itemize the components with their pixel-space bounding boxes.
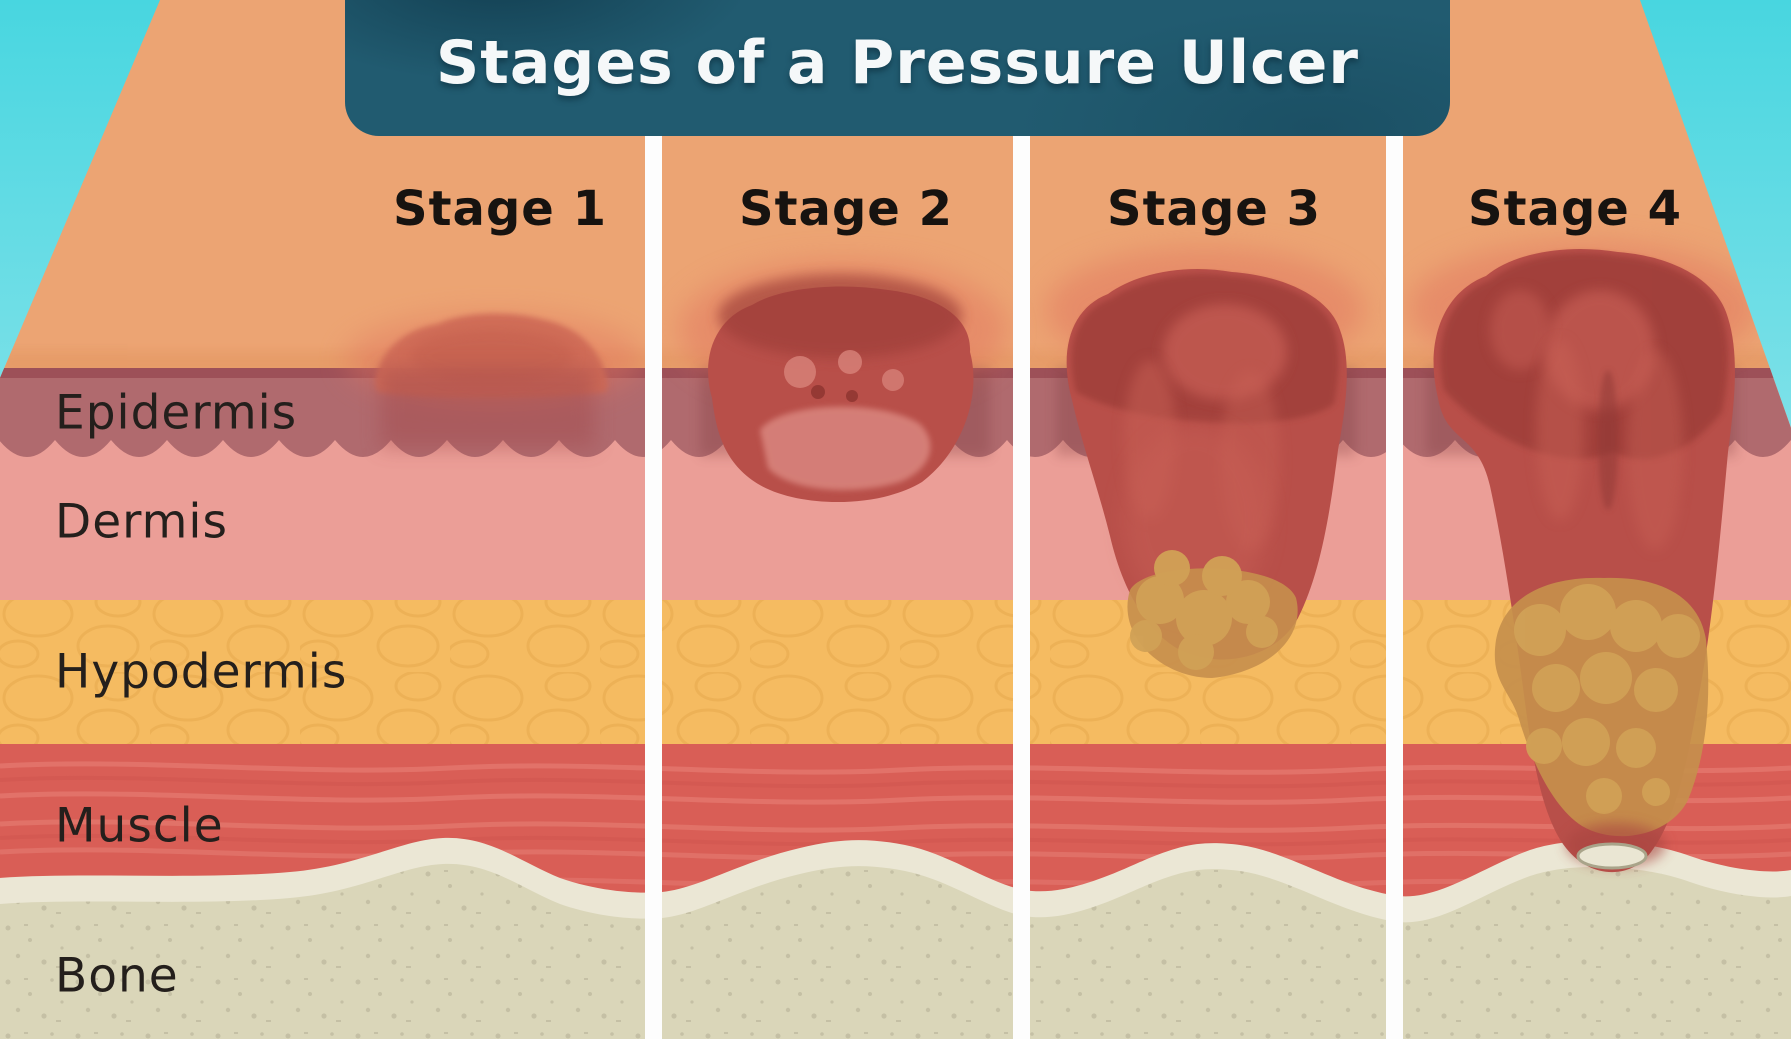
divider-3 <box>1386 120 1403 1039</box>
stage-1-label: Stage 1 <box>393 181 607 237</box>
muscle-label: Muscle <box>55 798 224 854</box>
stage2-wound <box>678 260 1008 503</box>
stage1-lesion <box>345 313 645 448</box>
hypodermis-layer <box>0 600 1791 748</box>
stage-2-label: Stage 2 <box>739 181 953 237</box>
diagram-title: Stages of a Pressure Ulcer <box>436 28 1359 98</box>
stage-3-label: Stage 3 <box>1107 181 1321 237</box>
panel-dividers <box>645 120 1403 1039</box>
hypodermis-label: Hypodermis <box>55 644 348 700</box>
exposed-bone-spot <box>1576 842 1648 870</box>
stage3-wound <box>1045 248 1365 678</box>
divider-2 <box>1013 120 1030 1039</box>
divider-1 <box>645 120 662 1039</box>
bone-layer <box>0 837 1791 1039</box>
stage4-wound <box>1408 242 1758 873</box>
epidermis-label: Epidermis <box>55 385 298 441</box>
title-banner: Stages of a Pressure Ulcer <box>345 0 1450 136</box>
dermis-label: Dermis <box>55 494 228 550</box>
bone-label: Bone <box>55 948 179 1004</box>
stage-4-label: Stage 4 <box>1468 181 1682 237</box>
